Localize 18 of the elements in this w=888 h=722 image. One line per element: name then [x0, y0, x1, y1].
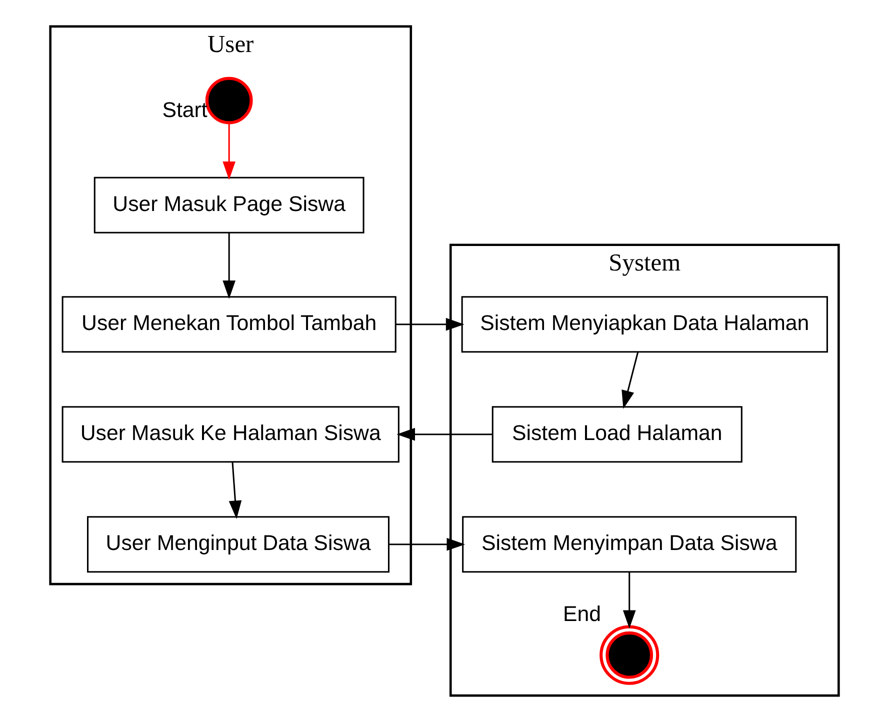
arrow [388, 538, 465, 551]
arrow [622, 572, 636, 629]
arrow [222, 123, 235, 180]
node-label: End [562, 602, 601, 626]
arrow [222, 233, 235, 299]
arrow [228, 462, 242, 519]
node-box: Sistem Load Halaman [491, 406, 742, 463]
node-box: User Menekan Tombol Tambah [61, 296, 396, 353]
node-box: User Menginput Data Siswa [86, 516, 389, 573]
node-label: Start [162, 98, 207, 122]
node-bullseye [599, 625, 659, 685]
node-box: User Masuk Page Siswa [93, 176, 364, 234]
node-box: User Masuk Ke Halaman Siswa [61, 406, 399, 463]
arrow [621, 352, 638, 409]
node-box: Sistem Menyiapkan Data Halaman [460, 296, 828, 353]
node-box: Sistem Menyimpan Data Siswa [462, 516, 796, 573]
arrow [396, 428, 492, 441]
arrow [395, 318, 464, 331]
